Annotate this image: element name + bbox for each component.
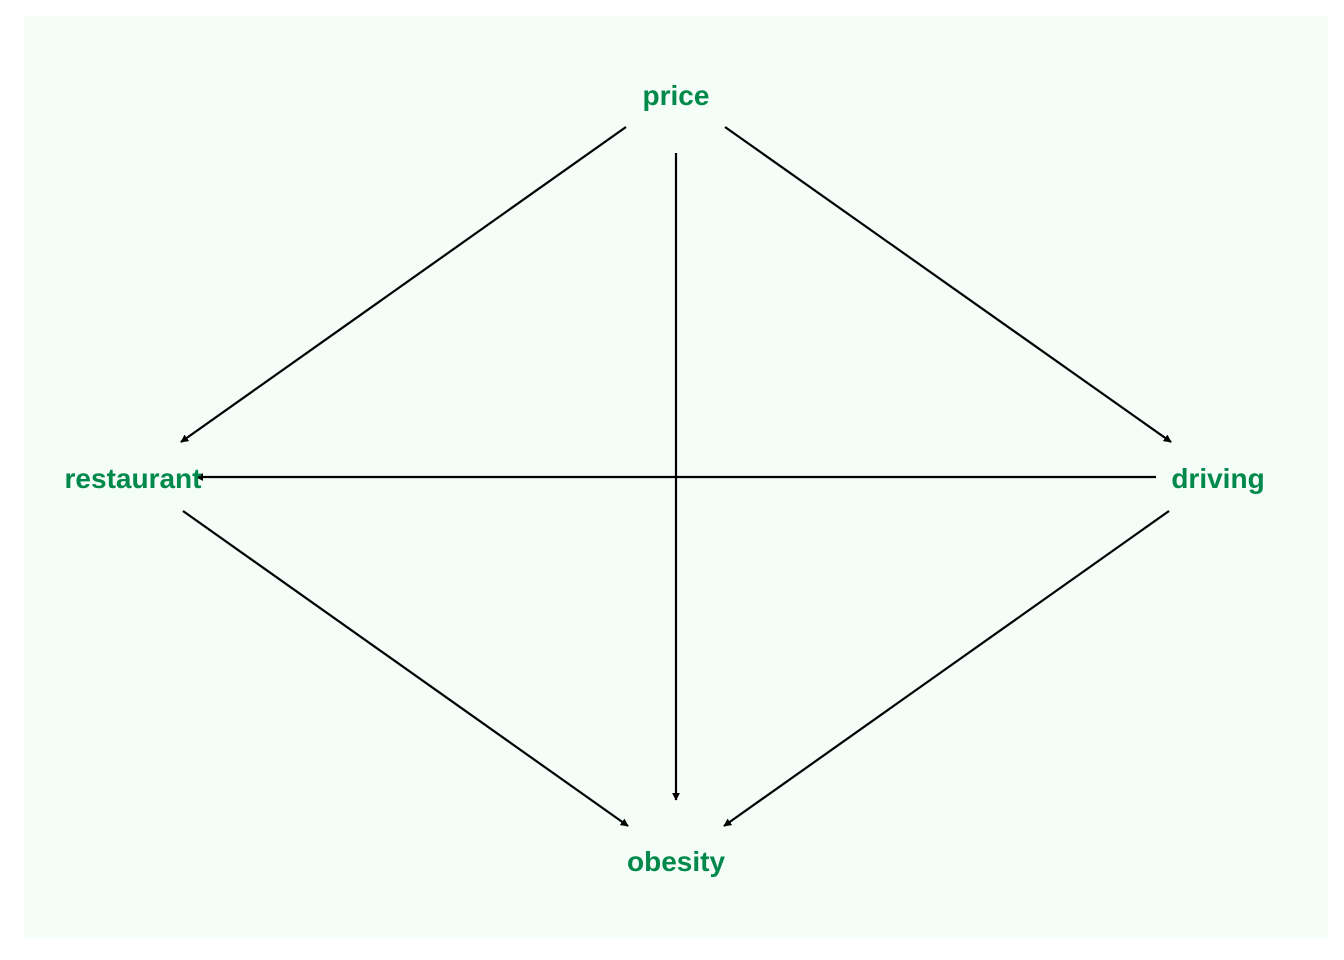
edge-restaurant-obesity xyxy=(182,510,629,827)
edge-price-restaurant xyxy=(180,126,627,443)
edge-driving-obesity xyxy=(723,510,1170,827)
node-price: price xyxy=(643,80,710,111)
node-driving: driving xyxy=(1171,463,1264,494)
edge-price-driving xyxy=(724,126,1172,443)
node-restaurant: restaurant xyxy=(65,463,202,494)
node-obesity: obesity xyxy=(627,846,725,877)
